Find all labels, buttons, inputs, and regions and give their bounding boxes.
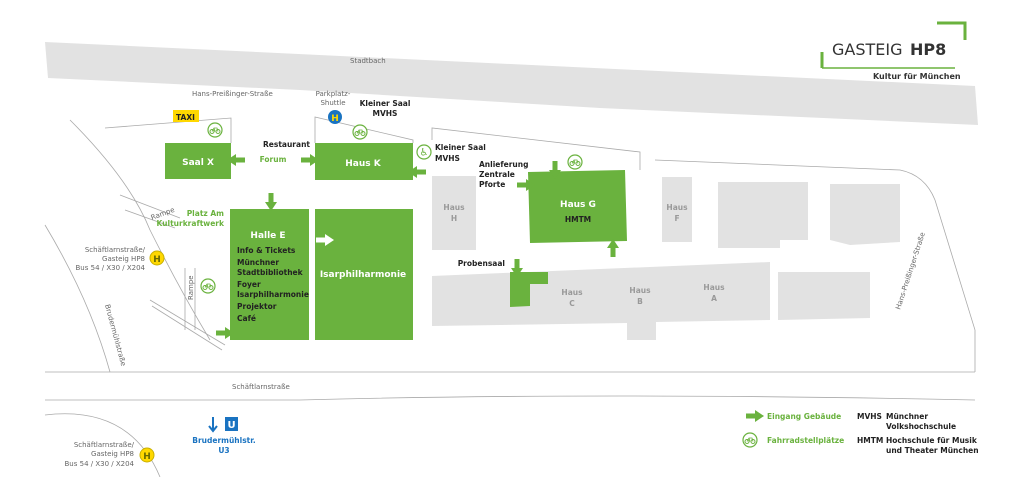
shuttle-stop-h: H: [331, 114, 339, 124]
probensaal-label: Probensaal: [458, 259, 505, 268]
anlieferung-label: Pforte: [479, 180, 505, 189]
haus-g-sub: HMTM: [565, 215, 591, 224]
bike-icon: [352, 124, 368, 140]
saal-x-label: Saal X: [182, 158, 214, 168]
entrance-arrows: [216, 148, 619, 339]
gray-buildings: [432, 176, 900, 340]
bus-label[interactable]: Schäftlarnstraße/: [74, 441, 135, 449]
haus-g-label: Haus G: [560, 200, 596, 210]
ubahn-station[interactable]: U Brudermühlstr. U3: [192, 417, 256, 455]
arrow-icon: [746, 410, 764, 422]
ubahn-label[interactable]: U3: [218, 446, 229, 455]
halle-e-item: Café: [237, 314, 256, 323]
taxi-label: TAXI: [176, 113, 195, 122]
bus-stop-icon[interactable]: [139, 447, 155, 463]
saal-x[interactable]: [165, 143, 231, 179]
halle-e-item: Foyer: [237, 280, 261, 289]
halle-e[interactable]: [230, 209, 309, 340]
legend-abbr-value: Münchner: [886, 412, 928, 421]
haus-b-label: Haus: [629, 286, 651, 295]
legend-abbr-key: MVHS: [857, 412, 882, 421]
street-label: Rampe: [187, 275, 195, 300]
bus-label[interactable]: Bus 54 / X30 / X204: [65, 460, 135, 468]
halle-e-list: Info & Tickets Münchner Stadtbibliothek …: [237, 246, 309, 323]
street-label: Hans-Preißinger-Straße: [192, 90, 273, 98]
taxi-sign: [173, 110, 199, 122]
halle-e-item: Stadtbibliothek: [237, 268, 304, 277]
haus-g[interactable]: [528, 170, 627, 243]
svg-text:U[interactable]: U: [227, 420, 235, 431]
isarphilharmonie[interactable]: [315, 209, 413, 340]
legend: Eingang Gebäude Fahrradstellplätze MVHS …: [742, 410, 979, 455]
haus-c-label: Haus: [561, 288, 583, 297]
gasteig-logo: GASTEIG HP8 Kultur für München: [820, 21, 967, 81]
legend-abbr-value: und Theater München: [886, 446, 979, 455]
haus-f-label: Haus: [666, 203, 688, 212]
haus-h-label: H: [451, 214, 457, 223]
anlieferung-label: Zentrale: [479, 170, 515, 179]
stadtbach-river: [45, 42, 978, 125]
street-label: Hans-Preißinger-Straße: [894, 231, 927, 310]
haus-a-label: Haus: [703, 283, 725, 292]
restaurant-label: Restaurant: [263, 140, 310, 149]
arrow-icon: [607, 239, 619, 257]
legend-entrance: Eingang Gebäude: [767, 412, 841, 421]
haus-a-label: A: [711, 294, 717, 303]
haus-c-label: C: [569, 299, 575, 308]
bike-icon: [200, 278, 216, 294]
svg-text:H[interactable]: H: [153, 255, 161, 265]
haus-h-label: Haus: [443, 203, 465, 212]
halle-e-item: Info & Tickets: [237, 246, 296, 255]
street-label: Schäftlarnstraße: [232, 383, 290, 391]
arrow-icon: [265, 193, 277, 211]
legend-abbr-key: HMTM: [857, 436, 883, 445]
legend-abbr-value: Volkshochschule: [886, 422, 956, 431]
arrow-down-icon[interactable]: [208, 417, 218, 433]
haus-f-label: F: [674, 214, 679, 223]
kleiner-saal-label: Kleiner Saal: [360, 99, 411, 108]
platz-label: Kulturkraftwerk: [156, 219, 225, 228]
road-outlines: [44, 116, 976, 477]
ubahn-icon[interactable]: [225, 417, 238, 431]
bus-stop-icon[interactable]: [149, 250, 165, 266]
svg-text:♿: ♿: [420, 148, 429, 159]
logo-tagline: Kultur für München: [873, 72, 961, 81]
halle-e-item: Münchner: [237, 258, 279, 267]
wheelchair-icon: ♿: [416, 144, 432, 160]
bus-label[interactable]: Bus 54 / X30 / X204: [76, 264, 146, 272]
kleiner-saal-label: Kleiner Saal: [435, 143, 486, 152]
parkplatz-label: Shuttle: [320, 99, 345, 107]
haus-k[interactable]: [315, 143, 413, 180]
legend-bikes: Fahrradstellplätze: [767, 436, 844, 445]
bus-label[interactable]: Schäftlarnstraße/: [85, 246, 146, 254]
halle-e-label: Halle E: [250, 231, 285, 241]
bus-stop-1[interactable]: Schäftlarnstraße/ Gasteig HP8 Bus 54 / X…: [76, 246, 165, 272]
kleiner-saal-label: MVHS: [373, 109, 398, 118]
svg-text:H[interactable]: H: [143, 452, 151, 462]
platz-label: Platz Am: [187, 209, 224, 218]
haus-b-label: B: [637, 297, 643, 306]
bus-stop-2[interactable]: Schäftlarnstraße/ Gasteig HP8 Bus 54 / X…: [65, 441, 155, 468]
bus-label[interactable]: Gasteig HP8: [102, 255, 145, 263]
logo-suffix: HP8: [910, 40, 946, 59]
bike-icon: [567, 154, 583, 170]
street-label: Brudermühlstraße: [103, 303, 127, 366]
bike-icon: [207, 122, 223, 138]
ubahn-label[interactable]: Brudermühlstr.: [192, 436, 256, 445]
anlieferung-label: Anlieferung: [479, 160, 528, 169]
logo-name: GASTEIG: [832, 40, 903, 59]
legend-abbr-value: Hochschule für Musik: [886, 436, 978, 445]
haus-k-label: Haus K: [345, 159, 382, 169]
probensaal-building[interactable]: [510, 272, 548, 307]
parkplatz-label: Parkplatz-: [316, 90, 351, 98]
bus-label[interactable]: Gasteig HP8: [91, 450, 134, 458]
forum-label: Forum: [260, 155, 287, 164]
isar-label: Isarphilharmonie: [320, 270, 406, 280]
street-label: Stadtbach: [350, 57, 386, 65]
kleiner-saal-label: MVHS: [435, 154, 460, 163]
halle-e-item: Projektor: [237, 302, 277, 311]
halle-e-item: Isarphilharmonie: [237, 290, 309, 299]
shuttle-stop-icon: [328, 110, 342, 124]
bike-icon: [742, 432, 758, 448]
